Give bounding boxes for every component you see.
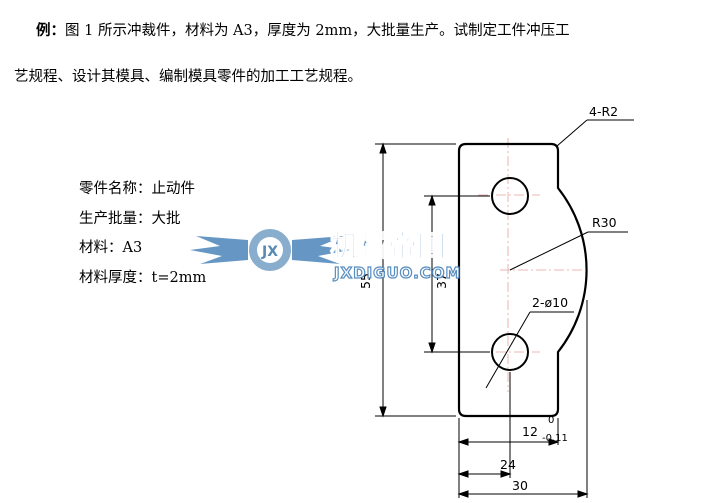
part-outline — [457, 142, 588, 418]
watermark-title: 机械帝国 — [330, 229, 446, 263]
production-batch: 生产批量：大批 — [79, 210, 181, 227]
arc-radius-label: R30 — [592, 215, 617, 230]
part-info: 零件名称：止动件 生产批量：大批 材料：A3 材料厚度：t=2mm — [79, 175, 206, 293]
width-30-dim: 30 — [512, 478, 528, 493]
svg-text:JX: JX — [261, 244, 278, 260]
base-width-dim: 12 — [522, 424, 538, 439]
example-label: 例： — [36, 22, 65, 39]
tolerance-lower: -0.11 — [542, 433, 568, 444]
holes-label: 2-ø10 — [532, 295, 568, 310]
problem-line-2: 艺规程、设计其模具、编制模具零件的加工工艺规程。 — [14, 69, 362, 85]
hole-spacing-dim: 37 — [434, 273, 449, 289]
material: 材料：A3 — [79, 240, 143, 256]
watermark: JX 机械帝国 JXDIGUO.COM — [190, 227, 461, 283]
part-name: 零件名称：止动件 — [79, 181, 195, 197]
hole-upper — [491, 177, 529, 215]
watermark-url: JXDIGUO.COM — [333, 264, 461, 282]
material-thickness: 材料厚度：t=2mm — [79, 269, 207, 286]
problem-statement: 例：图 1 所示冲裁件，材料为 A3，厚度为 2mm，大批量生产。试制定工件冲压… — [14, 8, 719, 100]
overall-height-dim: 55 — [358, 273, 373, 289]
problem-line-1: 图 1 所示冲裁件，材料为 A3，厚度为 2mm，大批量生产。试制定工件冲压工 — [65, 23, 570, 39]
width-24-dim: 24 — [500, 457, 516, 472]
tolerance-upper: 0 — [548, 415, 554, 426]
corner-radius-label: 4-R2 — [589, 104, 618, 119]
hole-lower — [491, 333, 529, 371]
gear-emblem-icon: JX — [190, 227, 350, 273]
